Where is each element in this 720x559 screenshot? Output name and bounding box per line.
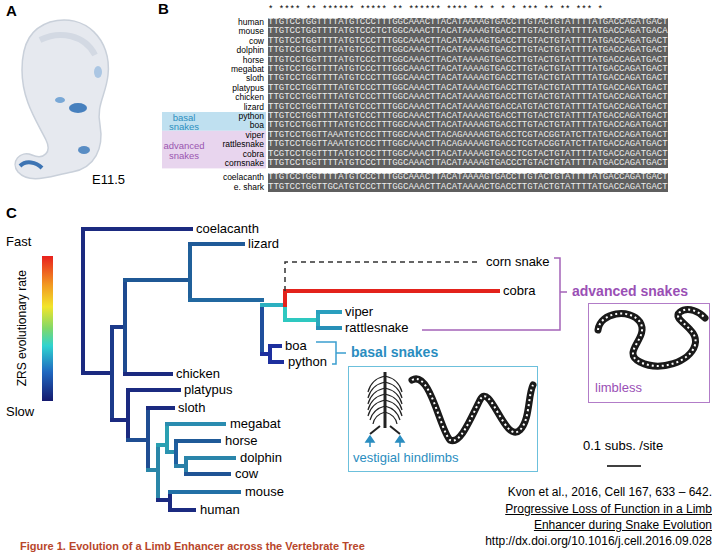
embryo-image <box>15 20 108 179</box>
species-name: coelacanth <box>196 221 259 237</box>
species-name: mouse <box>238 27 264 36</box>
species-name: coelacanth <box>223 173 264 182</box>
box-caption: limbless <box>595 380 642 396</box>
sequence-row: TTGTCCTGGTTGCATGTCCCTTTGGCAAACTTACATAAAA… <box>268 183 668 192</box>
phylogenetic-tree <box>83 229 498 510</box>
species-name: lizard <box>248 236 279 252</box>
species-name: megabat <box>230 416 281 432</box>
species-name: rattlesnake <box>222 140 264 149</box>
species-name: chicken <box>235 93 264 102</box>
group-label: basal snakes <box>163 113 205 131</box>
citation: Kvon et al., 2016, Cell 167, 633 – 642. <box>508 485 712 499</box>
snake-drawing <box>412 379 533 441</box>
sequence-row: TTGTCCTGGTTTTATGTCCCTTTGGCAAACTTACATAAAA… <box>268 46 668 55</box>
species-name: e. shark <box>234 183 264 192</box>
sequence-row: TTGTCCTGGTTTTATGTCCCTTTGGCAAACTTACATAAAA… <box>268 173 668 182</box>
sequence-row: TTGTCCTGGTTTTATGTCCCTTTGGCAAACTTACATAAAA… <box>268 159 668 168</box>
scale-label: Slow <box>6 404 34 420</box>
advanced-band <box>162 131 266 169</box>
species-name: horse <box>225 433 258 449</box>
color-bar <box>42 256 53 401</box>
species-name: lizard <box>244 103 264 112</box>
box-caption: vestigial hindlimbs <box>353 450 459 466</box>
snake-drawing <box>598 310 705 366</box>
sequence-row: TTGTCCTGGTTTTATGTCCCTTTGGCAAACTTACATAAAA… <box>268 74 668 83</box>
species-name: megabat <box>231 65 264 74</box>
species-name: python <box>238 112 264 121</box>
panel-letter: C <box>6 204 17 221</box>
illustration-box: basal snakesvestigial hindlimbs <box>348 366 538 472</box>
species-name: human <box>238 18 264 27</box>
conservation-stars: * **** ** ****** ***** ** ****** **** **… <box>268 6 603 15</box>
species-name: platypus <box>184 382 232 398</box>
group-label: advanced snakes <box>161 141 207 161</box>
species-name: cobra <box>503 283 536 299</box>
sequence-row: TTGTCCTGGTTTTATGTCCCTTTGGCAAACTTACATAAAA… <box>268 103 668 112</box>
species-name: sloth <box>246 74 264 83</box>
citation-title: Progressive Loss of Function in a Limb E… <box>462 501 712 533</box>
scale-bar <box>607 465 641 467</box>
basal-band <box>162 112 266 131</box>
scale-label: Fast <box>6 234 31 250</box>
scale-label: 0.1 subs. /site <box>583 438 663 454</box>
species-name: human <box>200 502 240 518</box>
species-name: mouse <box>245 484 284 500</box>
species-name: python <box>288 354 327 370</box>
sequence-row: TTGTCCTGGTTTTATGTCCCTTTGGCAAACTTACATAAAA… <box>268 65 668 74</box>
sequence-row: TTGTCCTGGTTTTATGTCCCTCTGGCAAACTTACATAAAA… <box>268 27 668 36</box>
box-heading: advanced snakes <box>572 283 688 300</box>
species-name: viper <box>246 131 264 140</box>
sequence-row: TTGTCCTGGTTTTATGTCCCTTTGGCAAACTTACATAAAA… <box>268 93 668 102</box>
illustration-box: advanced snakeslimbless <box>588 303 710 403</box>
sequence-row: TTGTCCTGGTTTTATGTCCCTTTGGCAAACTTACATAAAA… <box>268 56 668 65</box>
species-name: viper <box>345 304 373 320</box>
sequence-row: TTGTCCTGGTTTTATGTCCCTTTGGCAAACTTACATAAAA… <box>268 112 668 121</box>
species-name: cobra <box>243 150 264 159</box>
sequence-row: TTGTCCTGGTTAAATGTCCCTTTGGCAAACTTACAGAAAA… <box>268 131 668 140</box>
species-name: cow <box>235 466 258 482</box>
citation-url: http://dx.doi.org/10.1016/j.cell.2016.09… <box>485 534 712 548</box>
panel-letter: A <box>6 2 17 19</box>
stage-label: E11.5 <box>92 172 125 188</box>
species-name: cow <box>249 37 264 46</box>
sequence-row: TTGTCCTGGTTAAATGTCCCTTTGGCAAACTTACAGAAAA… <box>268 140 668 149</box>
species-name: horse <box>243 56 264 65</box>
species-name: cornsnake <box>225 159 264 168</box>
species-name: sloth <box>178 400 205 416</box>
axis-title: ZRS evolutionary rate <box>15 270 29 386</box>
species-name: platypus <box>232 84 264 93</box>
arrow <box>366 436 404 447</box>
figure-caption: Figure 1. Evolution of a Limb Enhancer a… <box>20 540 365 552</box>
sequence-row: TTGTCCTGGTTTTATGTCCCTTTGGCAAACTTACATAAAA… <box>268 18 668 27</box>
dashed-branch <box>285 262 480 291</box>
species-name: dolphin <box>240 450 282 466</box>
species-name: boa <box>285 338 307 354</box>
species-name: chicken <box>176 366 220 382</box>
panel-letter: B <box>158 0 169 17</box>
box-heading: basal snakes <box>351 344 438 361</box>
species-name: rattlesnake <box>345 320 409 336</box>
sequence-row: TTGTCCTGGTTTTATGTCCCTTTGGCAAACTTACATAAAA… <box>268 84 668 93</box>
species-name: boa <box>250 121 264 130</box>
sequence-row: TCGTCCTGGTTTTATGTCCCTTTGGCAAACTTACATAAAA… <box>268 150 668 159</box>
sequence-row: TTGTCCTGGTTTTATGTCCCTTTGGCAAACTTACATAAAA… <box>268 37 668 46</box>
skeleton-drawing <box>368 372 402 434</box>
species-name: dolphin <box>237 46 264 55</box>
sequence-row: TTGTCCTGGTTTTATGTCCCTTTGGCAAACTTACATAAAA… <box>268 121 668 130</box>
species-name: corn snake <box>486 254 550 270</box>
